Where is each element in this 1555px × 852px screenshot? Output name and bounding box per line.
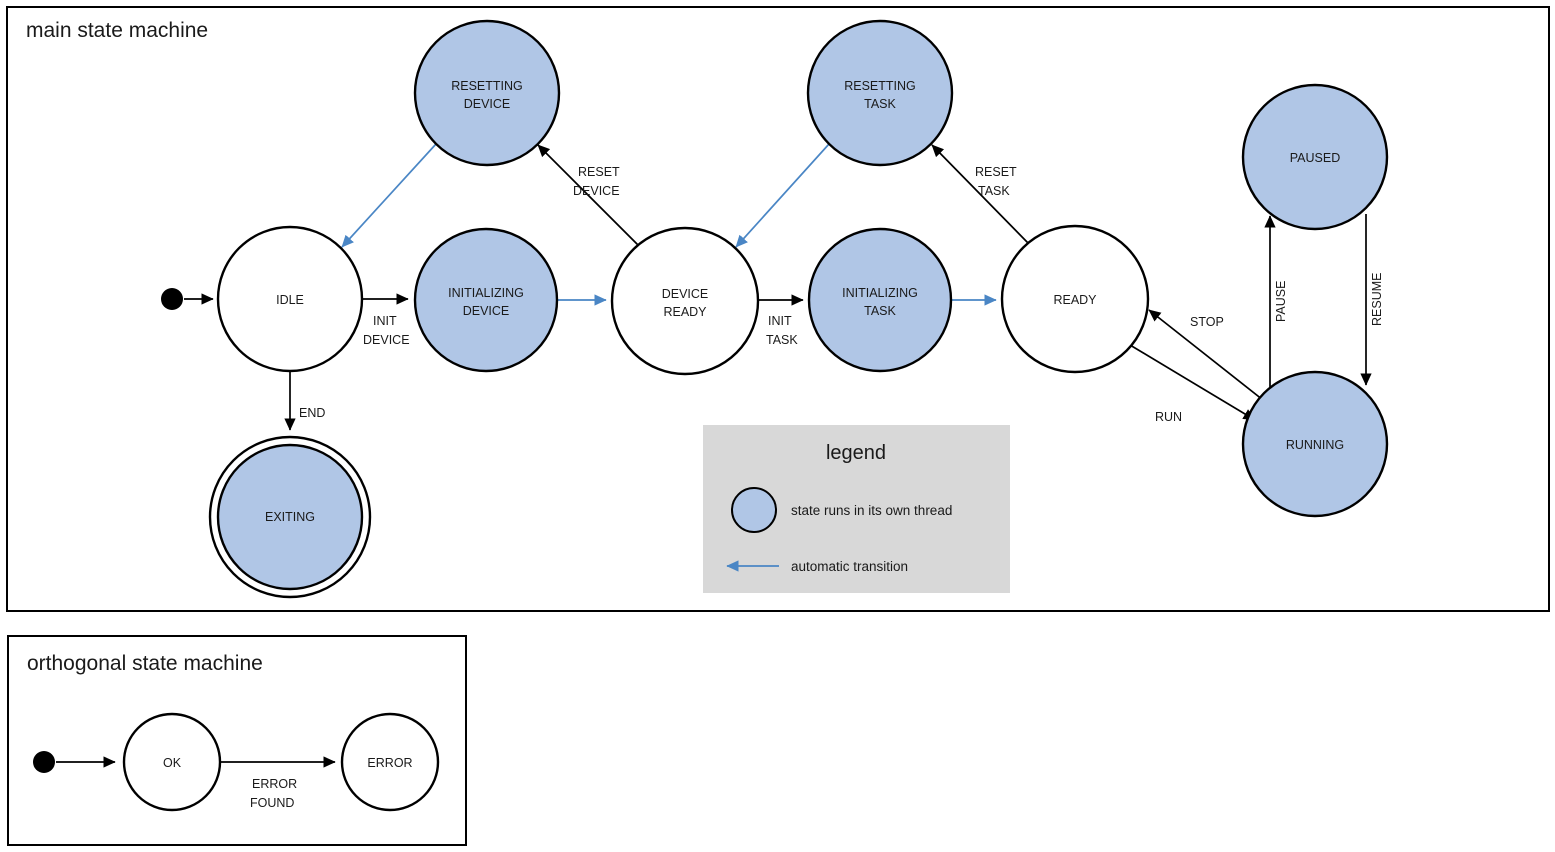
state-resetting-device-label-line2: DEVICE: [464, 97, 511, 111]
state-ready[interactable]: READY: [1000, 224, 1150, 374]
state-ok[interactable]: OK: [122, 712, 222, 812]
state-initializing-task-label-line2: TASK: [864, 304, 896, 318]
state-exiting-final[interactable]: EXITING: [208, 435, 372, 599]
state-ok-label: OK: [163, 756, 182, 770]
state-device-ready-shape[interactable]: [610, 226, 760, 376]
state-resetting-device[interactable]: RESETTING DEVICE: [413, 19, 561, 167]
state-resetting-task[interactable]: RESETTING TASK: [806, 19, 954, 167]
state-running-label: RUNNING: [1286, 438, 1344, 452]
edge-ready-to-resetting-task: [931, 144, 1029, 244]
main-states: IDLE RESETTING DEVICE INITIALIZING DEVIC…: [208, 19, 1389, 599]
legend-item-auto-label: automatic transition: [791, 559, 908, 574]
edge-label-init-task-line2: TASK: [766, 333, 798, 347]
orthogonal-frame-title: orthogonal state machine: [27, 652, 263, 675]
state-ok-shape[interactable]: [122, 712, 222, 812]
edge-label-error-found-line2: FOUND: [250, 796, 294, 810]
edge-label-stop: STOP: [1190, 315, 1224, 329]
state-resetting-task-shape[interactable]: [806, 19, 954, 167]
edge-device-ready-to-resetting-device: [537, 144, 639, 246]
state-device-ready[interactable]: DEVICE READY: [610, 226, 760, 376]
legend-title: legend: [826, 442, 886, 464]
state-idle-label: IDLE: [276, 293, 304, 307]
state-initializing-device-label-line2: DEVICE: [463, 304, 510, 318]
orthogonal-initial-state-marker: [33, 751, 55, 773]
state-paused-shape[interactable]: [1241, 83, 1389, 231]
state-error-label: ERROR: [367, 756, 412, 770]
state-resetting-device-shape[interactable]: [413, 19, 561, 167]
state-idle-shape[interactable]: [216, 225, 364, 373]
thread-state-swatch-icon: [731, 487, 777, 533]
state-paused[interactable]: PAUSED: [1241, 83, 1389, 231]
state-error-shape[interactable]: [340, 712, 440, 812]
edge-label-reset-device-line2: DEVICE: [573, 184, 620, 198]
edge-label-resume: RESUME: [1370, 273, 1384, 326]
edge-resetting-device-to-idle: [341, 143, 437, 248]
state-exiting-label: EXITING: [265, 510, 315, 524]
state-error[interactable]: ERROR: [340, 712, 440, 812]
initial-state-marker: [161, 288, 183, 310]
edge-label-end: END: [299, 406, 325, 420]
edge-label-error-found-line1: ERROR: [252, 777, 297, 791]
state-resetting-task-label-line2: TASK: [864, 97, 896, 111]
state-initializing-device[interactable]: INITIALIZING DEVICE: [413, 227, 559, 373]
edge-label-init-device-line1: INIT: [373, 314, 397, 328]
state-initializing-task-shape[interactable]: [807, 227, 953, 373]
state-resetting-device-label-line1: RESETTING: [451, 79, 523, 93]
state-running-shape[interactable]: [1241, 370, 1389, 518]
state-paused-label: PAUSED: [1290, 151, 1340, 165]
legend: legend state runs in its own thread auto…: [703, 425, 1010, 593]
edge-label-reset-device-line1: RESET: [578, 165, 620, 179]
state-initializing-task-label-line1: INITIALIZING: [842, 286, 918, 300]
edge-ready-to-running: [1129, 344, 1256, 421]
edge-label-init-task-line1: INIT: [768, 314, 792, 328]
edge-label-run: RUN: [1155, 410, 1182, 424]
state-running[interactable]: RUNNING: [1241, 370, 1389, 518]
state-resetting-task-label-line1: RESETTING: [844, 79, 916, 93]
state-initializing-device-shape[interactable]: [413, 227, 559, 373]
state-idle[interactable]: IDLE: [216, 225, 364, 373]
state-ready-label: READY: [1053, 293, 1097, 307]
edge-label-pause: PAUSE: [1274, 281, 1288, 322]
main-transitions: INIT DEVICE END RESET DEVICE INIT TASK R…: [184, 143, 1384, 431]
edge-running-to-ready: [1148, 309, 1264, 401]
edge-resetting-task-to-device-ready: [735, 143, 830, 248]
state-initializing-task[interactable]: INITIALIZING TASK: [807, 227, 953, 373]
main-frame-title: main state machine: [26, 19, 208, 42]
state-initializing-device-label-line1: INITIALIZING: [448, 286, 524, 300]
edge-label-init-device-line2: DEVICE: [363, 333, 410, 347]
legend-item-thread-label: state runs in its own thread: [791, 503, 952, 518]
orthogonal-state-machine-frame: orthogonal state machine ERROR FOUND OK …: [7, 635, 467, 846]
edge-label-reset-task-line2: TASK: [978, 184, 1010, 198]
state-ready-shape[interactable]: [1000, 224, 1150, 374]
state-exiting-shape[interactable]: [216, 443, 364, 591]
state-device-ready-label-line1: DEVICE: [662, 287, 709, 301]
edge-label-reset-task-line1: RESET: [975, 165, 1017, 179]
state-device-ready-label-line2: READY: [663, 305, 707, 319]
